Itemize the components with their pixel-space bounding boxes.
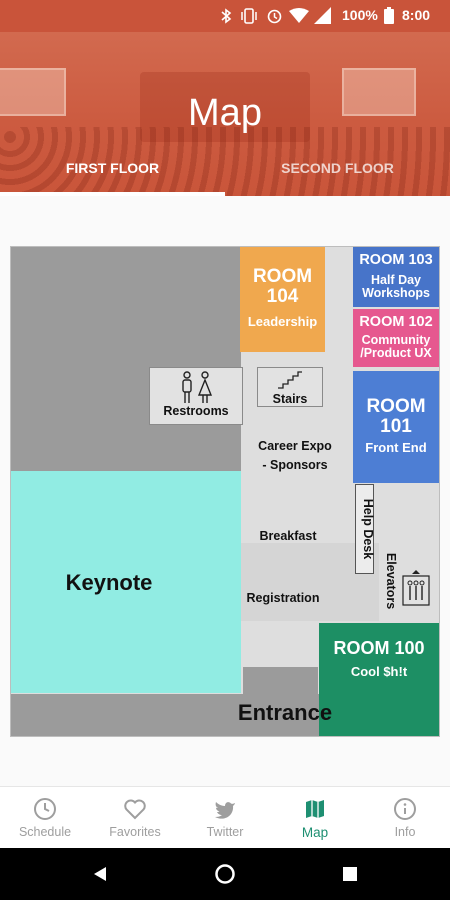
registration-label: Registration xyxy=(246,591,320,605)
status-bar: 100% 8:00 xyxy=(0,0,450,32)
nav-schedule[interactable]: Schedule xyxy=(0,787,90,849)
bluetooth-icon xyxy=(221,8,232,24)
clock-icon xyxy=(34,798,56,820)
nav-info[interactable]: Info xyxy=(360,787,450,849)
breakfast-label: Breakfast xyxy=(259,529,317,543)
wifi-icon xyxy=(289,8,309,23)
info-icon xyxy=(394,798,416,820)
room-104-track: Leadership xyxy=(247,314,318,329)
room-104[interactable] xyxy=(240,247,325,352)
nav-favorites-label: Favorites xyxy=(109,825,161,839)
header-background-screen-left xyxy=(0,68,66,116)
room-102-track: Community /Product UX xyxy=(360,333,432,361)
map-icon xyxy=(306,800,324,818)
room-103-name: ROOM 103 xyxy=(359,252,433,268)
room-100-track: Cool $h!t xyxy=(350,664,408,679)
nav-favorites[interactable]: Favorites xyxy=(90,787,180,849)
clock: 8:00 xyxy=(402,7,431,23)
page-title: Map xyxy=(188,92,262,134)
back-icon[interactable] xyxy=(92,866,108,882)
signal-icon xyxy=(314,7,331,24)
stairs-label: Stairs xyxy=(272,392,308,406)
vibrate-icon xyxy=(241,8,257,24)
elevators-label: Elevators xyxy=(384,552,398,610)
twitter-bird-icon xyxy=(215,802,235,819)
wall-bottom-middle xyxy=(243,667,318,697)
help-desk[interactable] xyxy=(355,484,374,574)
app-header: Map FIRST FLOOR SECOND FLOOR xyxy=(0,32,450,196)
restroom-icon xyxy=(182,371,213,403)
nav-twitter[interactable]: Twitter xyxy=(180,787,270,849)
help-desk-label: Help Desk xyxy=(361,498,375,560)
nav-map-label: Map xyxy=(301,825,329,840)
nav-map[interactable]: Map xyxy=(270,787,360,849)
room-103-track: Half Day Workshops xyxy=(362,273,430,301)
restrooms-label: Restrooms xyxy=(163,404,229,418)
stairs[interactable] xyxy=(257,367,323,407)
header-background-screen-right xyxy=(342,68,416,116)
nav-twitter-label: Twitter xyxy=(206,825,244,839)
tab-first-floor[interactable]: FIRST FLOOR xyxy=(65,160,160,176)
keynote-label: Keynote xyxy=(65,570,153,595)
restrooms[interactable] xyxy=(149,367,243,425)
entrance-label: Entrance xyxy=(237,700,333,725)
header-background-crowd xyxy=(0,127,450,196)
recents-icon[interactable] xyxy=(343,867,357,881)
stairs-icon xyxy=(278,371,302,389)
heart-icon xyxy=(124,799,146,820)
battery-percentage: 100% xyxy=(342,7,378,23)
home-icon[interactable] xyxy=(214,863,236,885)
system-navigation-bar xyxy=(0,848,450,900)
room-104-name: ROOM 104 xyxy=(252,266,313,307)
elevator-icon xyxy=(402,570,430,606)
room-100-name: ROOM 100 xyxy=(333,638,425,658)
room-100[interactable] xyxy=(319,623,439,736)
keynote-room[interactable] xyxy=(11,471,241,693)
nav-schedule-label: Schedule xyxy=(18,825,72,839)
room-103[interactable] xyxy=(353,247,439,307)
room-101[interactable] xyxy=(353,371,439,483)
wall-bottom xyxy=(11,694,355,736)
nav-info-label: Info xyxy=(394,825,416,839)
bottom-navigation: Schedule Favorites Twitter Map Info xyxy=(0,786,450,848)
header-background-stage xyxy=(140,72,310,142)
room-101-name: ROOM 101 xyxy=(366,396,426,437)
career-expo-label: Career Expo - Sponsors xyxy=(258,439,332,472)
room-101-track: Front End xyxy=(365,440,427,455)
tab-indicator xyxy=(0,192,225,196)
alarm-icon xyxy=(267,9,282,24)
room-102[interactable] xyxy=(353,309,439,367)
floor-map[interactable]: Keynote ROOM 104 Leadership ROOM 103 Hal… xyxy=(10,246,440,737)
wall-top-left xyxy=(11,247,241,471)
battery-icon xyxy=(384,7,394,24)
tab-second-floor[interactable]: SECOND FLOOR xyxy=(281,160,394,176)
room-102-name: ROOM 102 xyxy=(359,314,433,330)
